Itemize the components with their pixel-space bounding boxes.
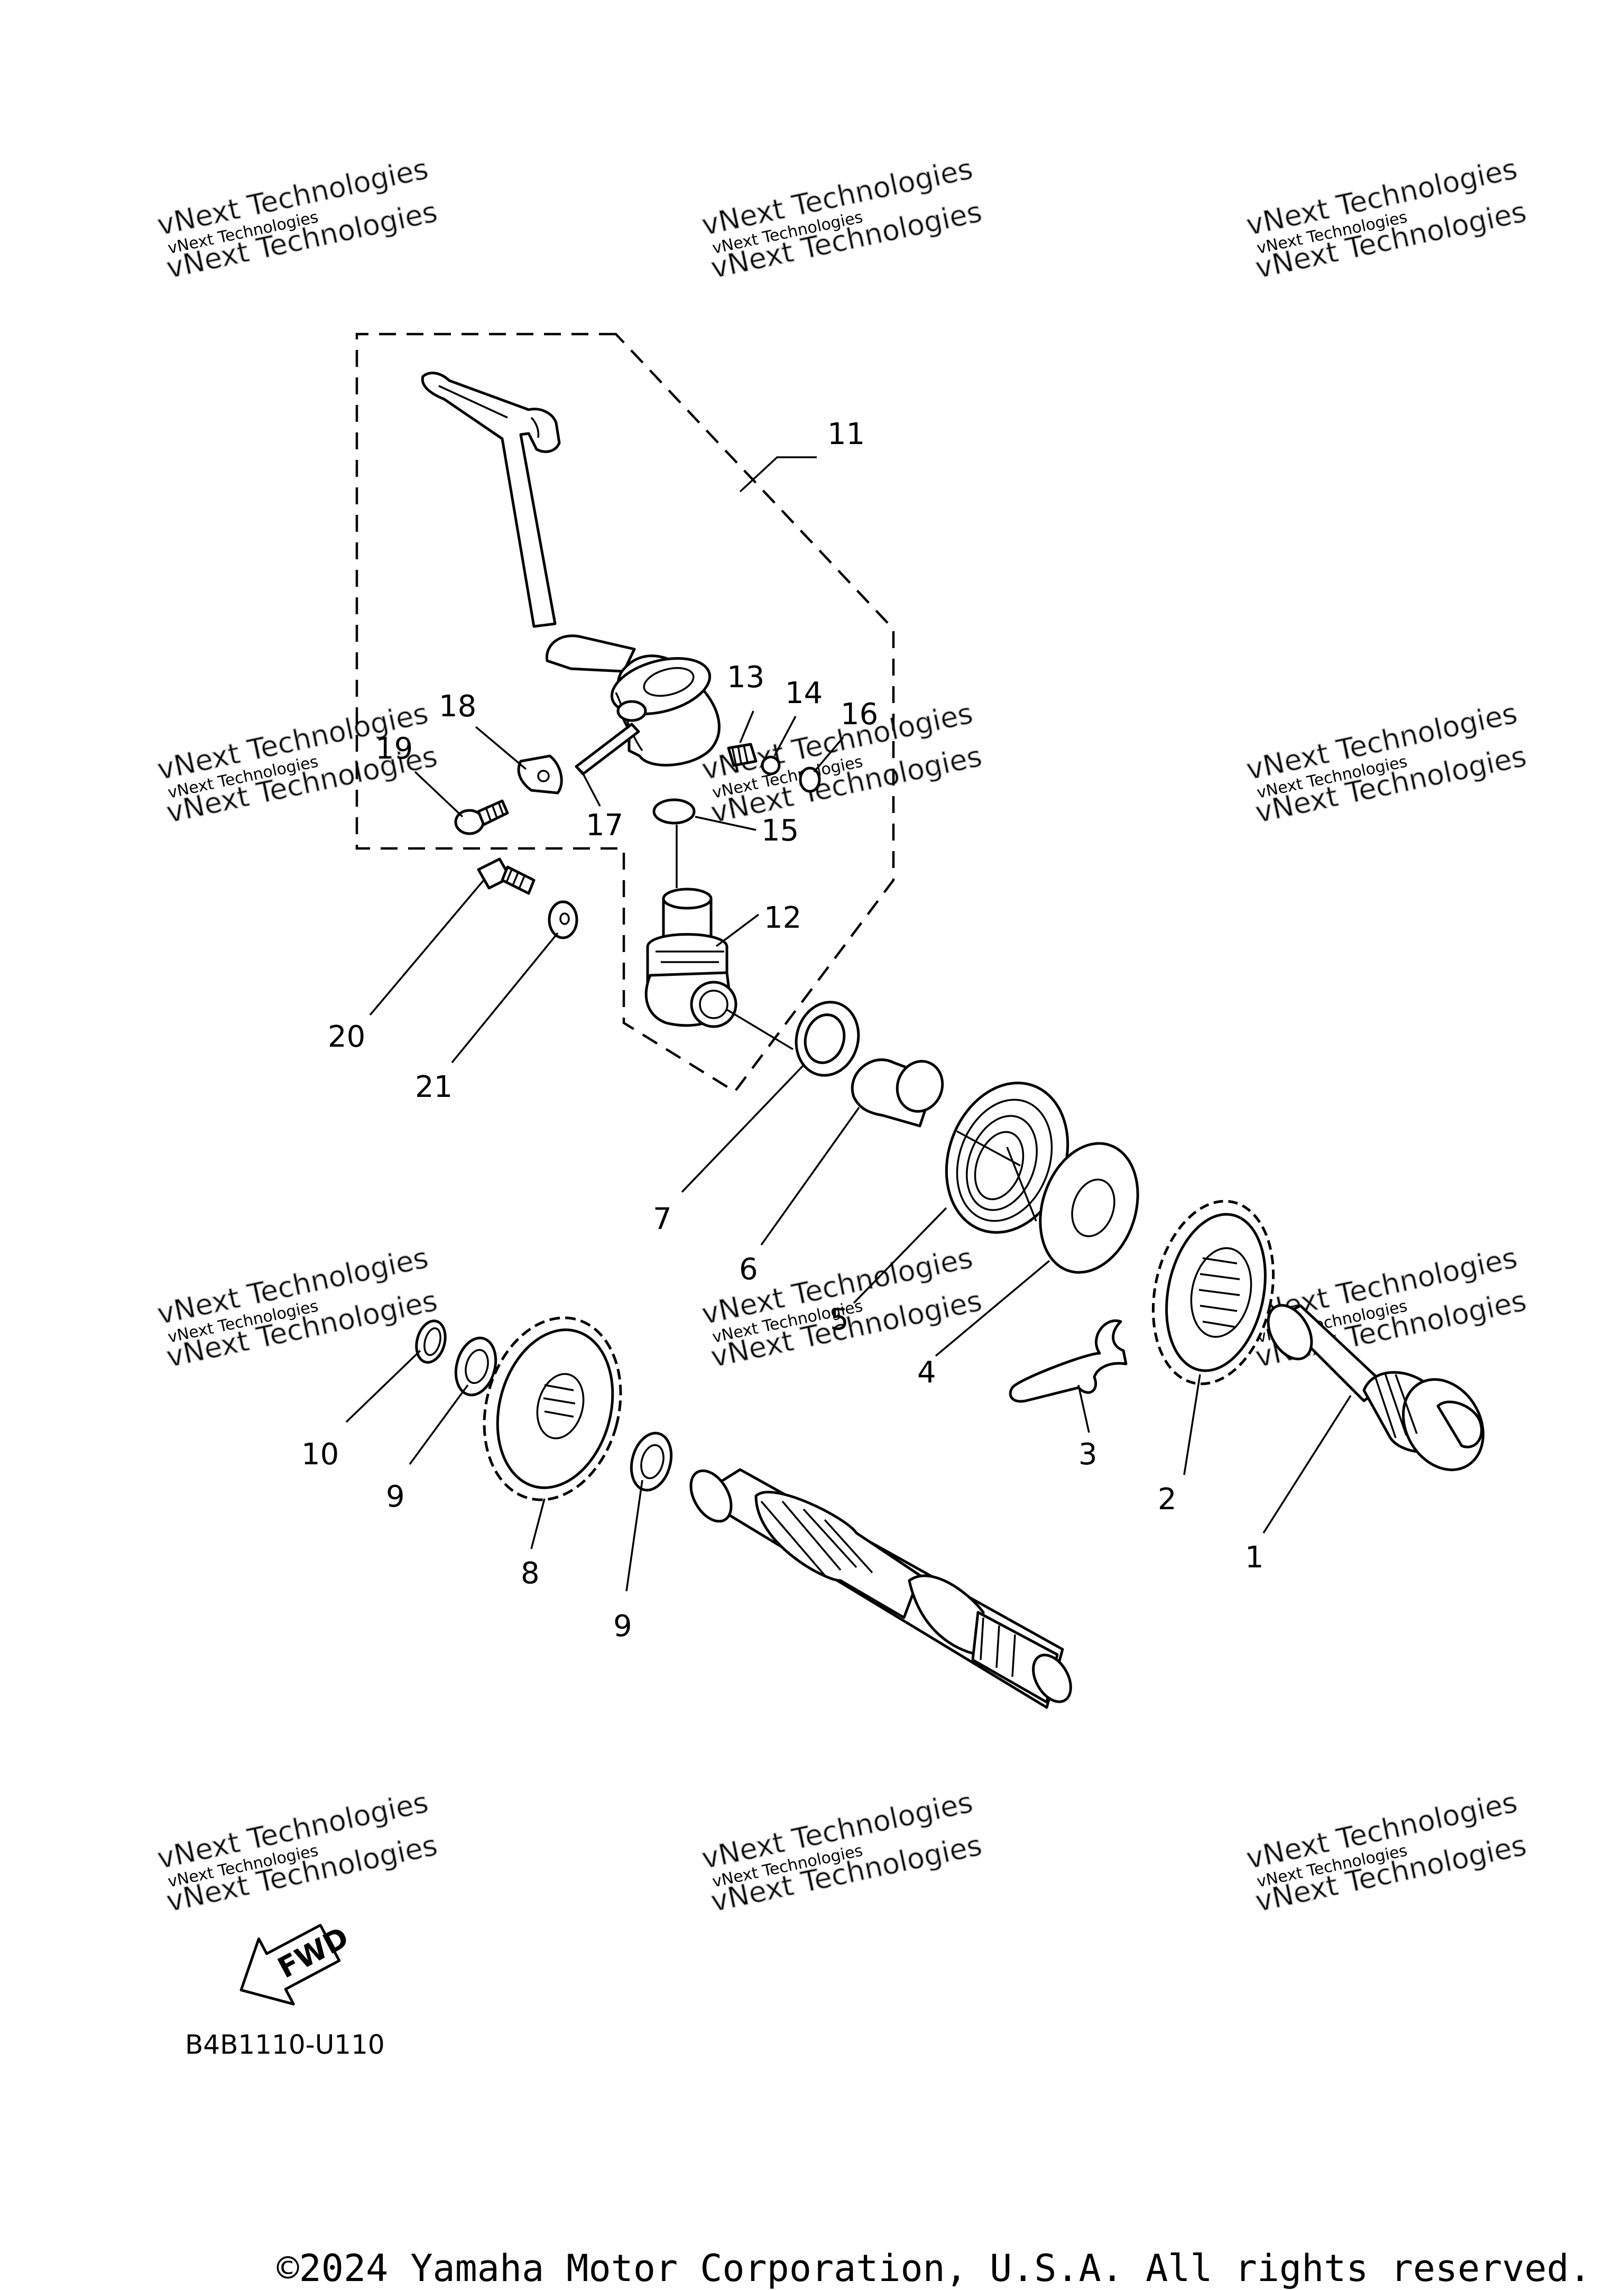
callout-12: 12 [764,901,801,935]
callout-1: 1 [1245,1540,1264,1575]
main-axle [689,1468,1072,1709]
clip-3 [1009,1319,1128,1403]
bolt-20 [477,857,536,895]
callout-17: 17 [586,808,623,843]
torsion-spring-5 [945,1082,1069,1234]
washer-21 [548,900,578,939]
pin-17 [575,723,640,775]
callout-9-upper: 9 [386,1480,405,1514]
watermark: vNext Technologies vNext Technologies vN… [154,1241,440,1374]
callout-16: 16 [841,697,878,732]
watermark: vNext Technologies vNext Technologies vN… [1243,1785,1529,1919]
callout-9-lower: 9 [613,1609,632,1643]
watermark: vNext Technologies vNext Technologies vN… [698,1785,985,1919]
kick-lever [421,372,721,767]
callout-13: 13 [727,660,764,695]
washer-9-upper [454,1336,497,1397]
callout-10: 10 [301,1437,339,1472]
callout-7: 7 [653,1202,672,1236]
washer-4 [1039,1142,1139,1274]
leader-lines [345,456,1352,1592]
callouts: 1 2 3 4 5 6 7 8 9 9 10 11 12 13 14 15 16… [301,417,1264,1643]
kick-assembly-boundary [355,333,895,1093]
callout-21: 21 [415,1070,453,1104]
watermark: vNext Technologies vNext Technologies vN… [154,152,440,285]
kick-axle-1 [1267,1304,1484,1471]
clip-16 [799,767,821,793]
callout-15: 15 [761,814,799,848]
collar-6 [851,1058,944,1128]
bolt-19 [454,799,509,835]
callout-6: 6 [739,1252,758,1287]
copyright-notice: ©2024 Yamaha Motor Corporation, U.S.A. A… [277,2247,1591,2290]
watermark: vNext Technologies vNext Technologies vN… [1243,152,1529,285]
callout-8: 8 [521,1556,540,1591]
callout-5: 5 [830,1303,849,1337]
callout-20: 20 [328,1020,365,1054]
oil-seal-7 [795,1001,860,1077]
gear-2 [1151,1199,1275,1386]
callout-19: 19 [375,732,413,766]
watermark: vNext Technologies vNext Technologies vN… [698,152,985,285]
gear-8 [483,1316,622,1501]
o-ring-15 [652,798,696,825]
callout-3: 3 [1078,1437,1097,1472]
washer-9-lower [630,1432,673,1492]
callout-11: 11 [827,417,865,451]
watermark: vNext Technologies vNext Technologies vN… [154,1785,440,1919]
callout-14: 14 [785,676,823,710]
watermark: vNext Technologies vNext Technologies vN… [1243,696,1529,830]
callout-2: 2 [1158,1482,1177,1517]
ball-14 [761,755,781,775]
callout-4: 4 [917,1355,936,1390]
circlip-10 [415,1319,447,1364]
diagram-code: B4B1110-U110 [185,2029,385,2060]
callout-18: 18 [439,689,476,724]
fwd-arrow-icon: FWD [239,1920,354,2006]
spring-13 [727,743,758,767]
kick-shaft-12 [644,888,737,1028]
washer-18 [517,754,563,795]
